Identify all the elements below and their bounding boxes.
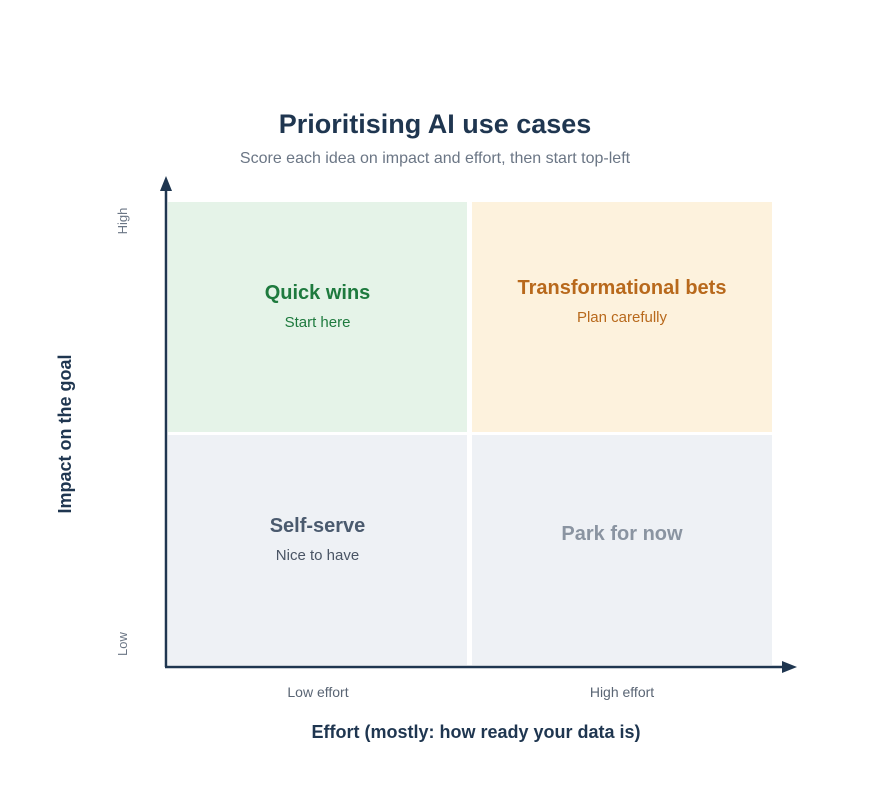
y-axis-low-label: Low [115, 632, 130, 656]
x-axis-arrowhead [782, 661, 797, 673]
quadrant-self-serve: Self-serve Nice to have [168, 435, 467, 665]
quadrant-note: Nice to have [275, 547, 360, 564]
quadrant-quick-wins: Quick wins Start here [168, 202, 467, 432]
quadrant-transformational-bets: Transformational bets Plan carefully [472, 202, 772, 432]
quadrant-heading: Self-serve [269, 515, 366, 537]
x-axis-title: Effort (mostly: how ready your data is) [311, 722, 641, 742]
diagram-title: Prioritising AI use cases [278, 109, 592, 139]
y-axis-high-label: High [115, 207, 130, 235]
x-axis-low-label: Low effort [287, 684, 349, 700]
x-axis-high-label: High effort [589, 684, 655, 700]
diagram-subtitle: Score each idea on impact and effort, th… [239, 150, 631, 167]
quadrant-heading: Park for now [561, 523, 683, 545]
y-axis-arrowhead [160, 176, 172, 191]
quadrant-note: Start here [284, 314, 351, 331]
quadrant-heading: Transformational bets [517, 277, 727, 299]
quadrant-note: Plan carefully [576, 309, 668, 326]
quadrant-park-for-now: Park for now [472, 435, 772, 665]
quadrant-heading: Quick wins [264, 282, 371, 304]
y-axis-title: Impact on the goal [55, 354, 75, 514]
